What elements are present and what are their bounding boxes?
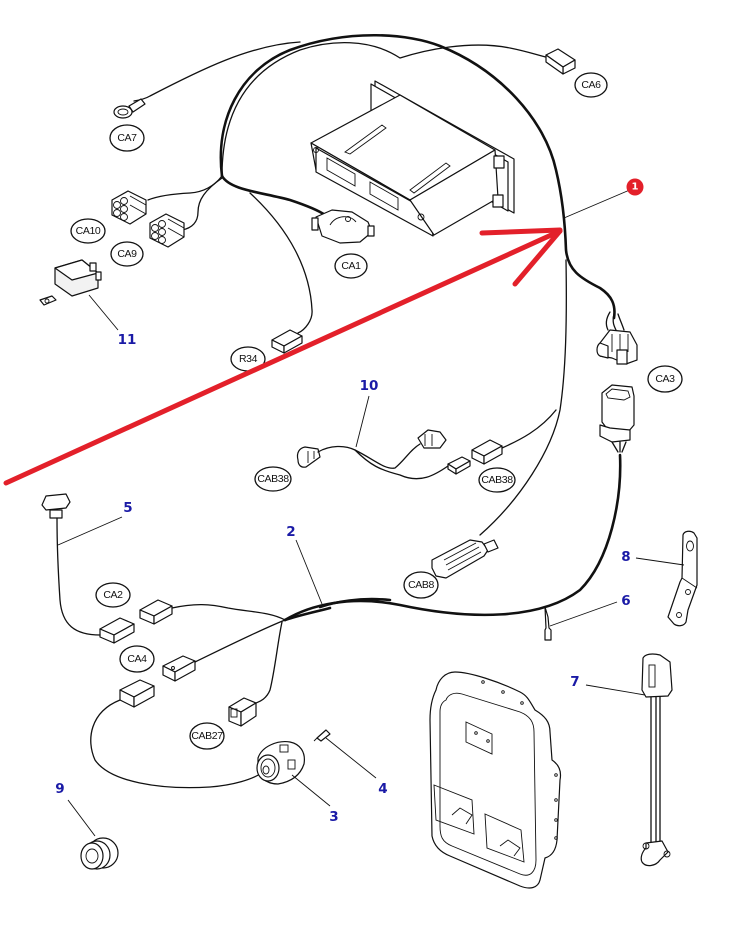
label-ca4: CA4 bbox=[119, 645, 155, 673]
label-ca9: CA9 bbox=[110, 241, 144, 267]
callout-7[interactable]: 7 bbox=[570, 674, 579, 690]
callout-6[interactable]: 6 bbox=[621, 593, 630, 609]
label-cab38-right-text: CAB38 bbox=[481, 474, 513, 486]
callout-3[interactable]: 3 bbox=[329, 809, 338, 825]
screw-4[interactable] bbox=[313, 729, 377, 779]
label-cab38-left: CAB38 bbox=[254, 466, 292, 492]
connector-harness10-middle[interactable] bbox=[417, 429, 447, 449]
rotary-switch-3[interactable] bbox=[256, 741, 331, 807]
main-harness[interactable] bbox=[133, 33, 633, 622]
callout-2[interactable]: 2 bbox=[286, 524, 295, 540]
label-cab8: CAB8 bbox=[403, 571, 439, 599]
red-arrow-icon bbox=[3, 227, 563, 486]
relay-11[interactable] bbox=[39, 259, 119, 331]
callout-10[interactable]: 10 bbox=[360, 378, 379, 394]
cover-panel-icon bbox=[429, 671, 562, 889]
callout-5[interactable]: 5 bbox=[123, 500, 132, 516]
switch-harness-5[interactable] bbox=[41, 493, 123, 636]
connector-cab8[interactable] bbox=[431, 539, 499, 579]
label-ca10: CA10 bbox=[70, 218, 106, 244]
label-ca2-text: CA2 bbox=[103, 589, 123, 601]
label-ca9-text: CA9 bbox=[117, 248, 137, 260]
label-cab8-text: CAB8 bbox=[408, 579, 434, 591]
connector-ca9[interactable] bbox=[149, 213, 185, 248]
bracket-8[interactable] bbox=[635, 530, 698, 627]
label-cab27-text: CAB27 bbox=[191, 730, 223, 742]
connector-ca10[interactable] bbox=[111, 190, 147, 225]
connector-cab27[interactable] bbox=[228, 697, 257, 727]
connector-cab38-left[interactable] bbox=[296, 446, 321, 468]
label-r34: R34 bbox=[230, 346, 266, 372]
label-ca6: CA6 bbox=[574, 72, 608, 98]
label-ca10-text: CA10 bbox=[76, 225, 101, 237]
rivet-6[interactable] bbox=[544, 601, 618, 641]
label-ca1-text: CA1 bbox=[341, 260, 361, 272]
label-cab38-left-text: CAB38 bbox=[257, 473, 289, 485]
label-ca3: CA3 bbox=[647, 365, 683, 393]
adapter-harness-7[interactable] bbox=[585, 653, 673, 867]
connector-cab38-right[interactable] bbox=[447, 439, 503, 475]
grommet-9[interactable] bbox=[67, 799, 119, 870]
connector-ca3-lower[interactable] bbox=[599, 384, 635, 453]
item-1-badge[interactable]: 1 bbox=[626, 178, 644, 196]
label-ca3-text: CA3 bbox=[655, 373, 675, 385]
label-ca4-text: CA4 bbox=[127, 653, 147, 665]
callout-9[interactable]: 9 bbox=[55, 781, 64, 797]
harness-2[interactable] bbox=[90, 539, 392, 789]
label-r34-text: R34 bbox=[239, 353, 258, 365]
connector-ca1[interactable] bbox=[311, 209, 375, 244]
callout-8[interactable]: 8 bbox=[621, 549, 630, 565]
label-ca1: CA1 bbox=[334, 253, 368, 279]
connector-ca7[interactable] bbox=[113, 98, 146, 119]
connector-ca4[interactable] bbox=[119, 655, 196, 708]
label-cab27: CAB27 bbox=[189, 722, 225, 750]
label-ca7: CA7 bbox=[109, 124, 145, 152]
item-1-badge-text: 1 bbox=[632, 182, 639, 193]
harness-10[interactable] bbox=[317, 395, 557, 480]
callout-11[interactable]: 11 bbox=[118, 332, 137, 348]
connector-ca2[interactable] bbox=[99, 599, 173, 644]
label-ca2: CA2 bbox=[95, 582, 131, 608]
connector-ca6[interactable] bbox=[545, 48, 576, 75]
label-ca6-text: CA6 bbox=[581, 79, 601, 91]
connector-ca3-upper[interactable] bbox=[596, 311, 638, 365]
label-cab38-right: CAB38 bbox=[478, 467, 516, 493]
label-ca7-text: CA7 bbox=[117, 132, 137, 144]
callout-4[interactable]: 4 bbox=[378, 781, 387, 797]
connector-r34[interactable] bbox=[271, 329, 303, 354]
control-unit-icon bbox=[310, 80, 515, 237]
